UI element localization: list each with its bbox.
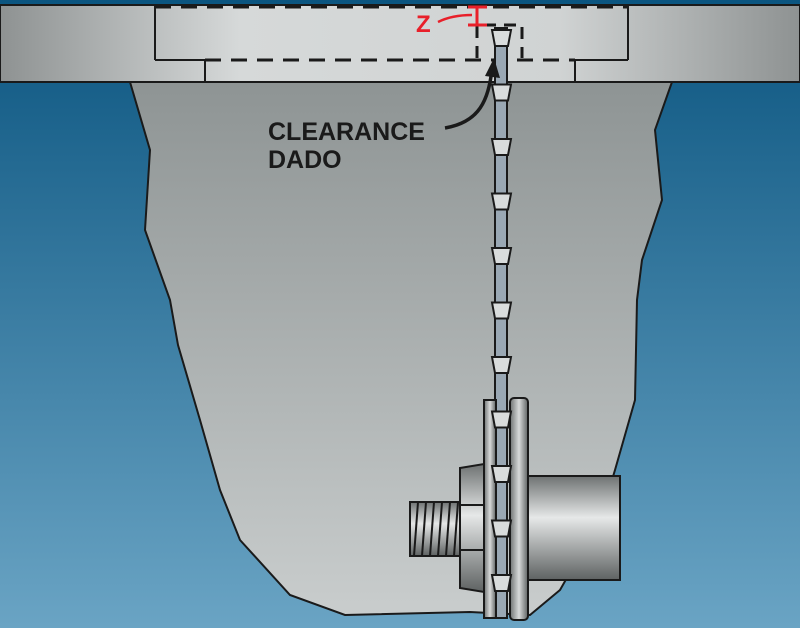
blade-tooth bbox=[490, 83, 513, 102]
z-dimension: Z bbox=[416, 5, 487, 38]
label-dado: DADO bbox=[268, 146, 342, 174]
blade-tooth bbox=[490, 301, 513, 320]
threaded-bolt bbox=[409, 501, 463, 557]
blade-tooth bbox=[490, 519, 513, 538]
blade-tooth bbox=[490, 574, 513, 592]
saw-table bbox=[0, 4, 800, 83]
label-z: Z bbox=[416, 11, 431, 38]
clearance-arrow bbox=[444, 69, 494, 130]
blade-tooth bbox=[490, 410, 513, 429]
blade-tooth bbox=[490, 247, 513, 265]
blade-teeth bbox=[490, 29, 513, 592]
arbor-assembly bbox=[409, 397, 621, 621]
label-clearance: CLEARANCE bbox=[268, 118, 425, 146]
arbor-nut bbox=[459, 462, 485, 594]
blade-tooth bbox=[490, 29, 513, 47]
arrowhead-icon bbox=[485, 58, 500, 78]
arbor-flange bbox=[509, 397, 529, 621]
blade-tooth bbox=[490, 192, 513, 211]
blade-tooth bbox=[490, 138, 513, 156]
blade-tooth bbox=[490, 465, 513, 483]
arbor-shaft bbox=[524, 475, 621, 581]
blade-tooth bbox=[490, 356, 513, 374]
